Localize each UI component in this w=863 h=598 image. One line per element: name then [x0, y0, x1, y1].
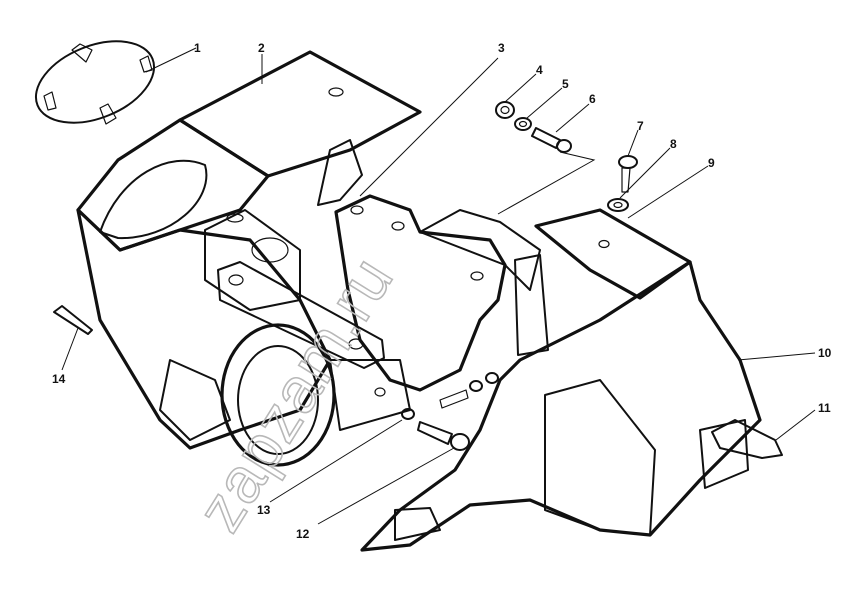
- callout-numbers: 1 2 3 4 5 6 7 8 9 10 11 12 13 14: [52, 41, 832, 541]
- watermark: zapzam.ru: [183, 244, 407, 543]
- callout-3: 3: [498, 41, 505, 55]
- part-2-upper-shroud: [76, 50, 422, 252]
- leader-10: [737, 352, 816, 361]
- part-9-cover: [534, 208, 692, 300]
- leader-4: [504, 73, 537, 103]
- callout-8: 8: [670, 137, 677, 151]
- part-1-cap: [34, 40, 156, 125]
- leader-7: [627, 129, 639, 157]
- callout-9: 9: [708, 156, 715, 170]
- switch-unit: [204, 209, 301, 311]
- callout-6: 6: [589, 92, 596, 106]
- leader-3: [359, 57, 499, 197]
- part-10-lower-shroud: [360, 254, 762, 552]
- callout-14: 14: [52, 372, 66, 386]
- callout-13: 13: [257, 503, 271, 517]
- part-14-screw: [53, 305, 93, 335]
- part-12-screw: [417, 389, 470, 451]
- part-3-bracket: [334, 194, 541, 392]
- leader-6: [555, 103, 590, 133]
- callout-5: 5: [562, 77, 569, 91]
- switch-lever-arm: [217, 261, 385, 369]
- leader-5: [526, 87, 563, 119]
- leader-12: [317, 447, 455, 525]
- part-7-screw: [618, 155, 638, 193]
- callout-2: 2: [258, 41, 265, 55]
- leader-14: [61, 327, 79, 371]
- part-11-lever-tip: [711, 419, 783, 459]
- leader-8: [619, 147, 671, 199]
- leader-3-branch: [497, 151, 596, 215]
- callout-4: 4: [536, 63, 543, 77]
- part-5-washer: [514, 117, 532, 131]
- callout-11: 11: [818, 401, 831, 415]
- part-4-washer: [495, 101, 515, 119]
- leader-11: [775, 409, 816, 441]
- callout-leaders: [61, 47, 816, 525]
- part-8-washer: [607, 198, 629, 212]
- callout-1: 1: [194, 41, 201, 55]
- main-housing-left: [76, 208, 332, 450]
- callout-10: 10: [818, 346, 832, 360]
- leader-9: [627, 165, 709, 219]
- leader-13: [269, 419, 403, 503]
- part-13-washer: [401, 372, 499, 420]
- leader-1: [145, 47, 197, 73]
- callout-12: 12: [296, 527, 310, 541]
- part-6-screw: [531, 127, 572, 153]
- callout-7: 7: [637, 119, 644, 133]
